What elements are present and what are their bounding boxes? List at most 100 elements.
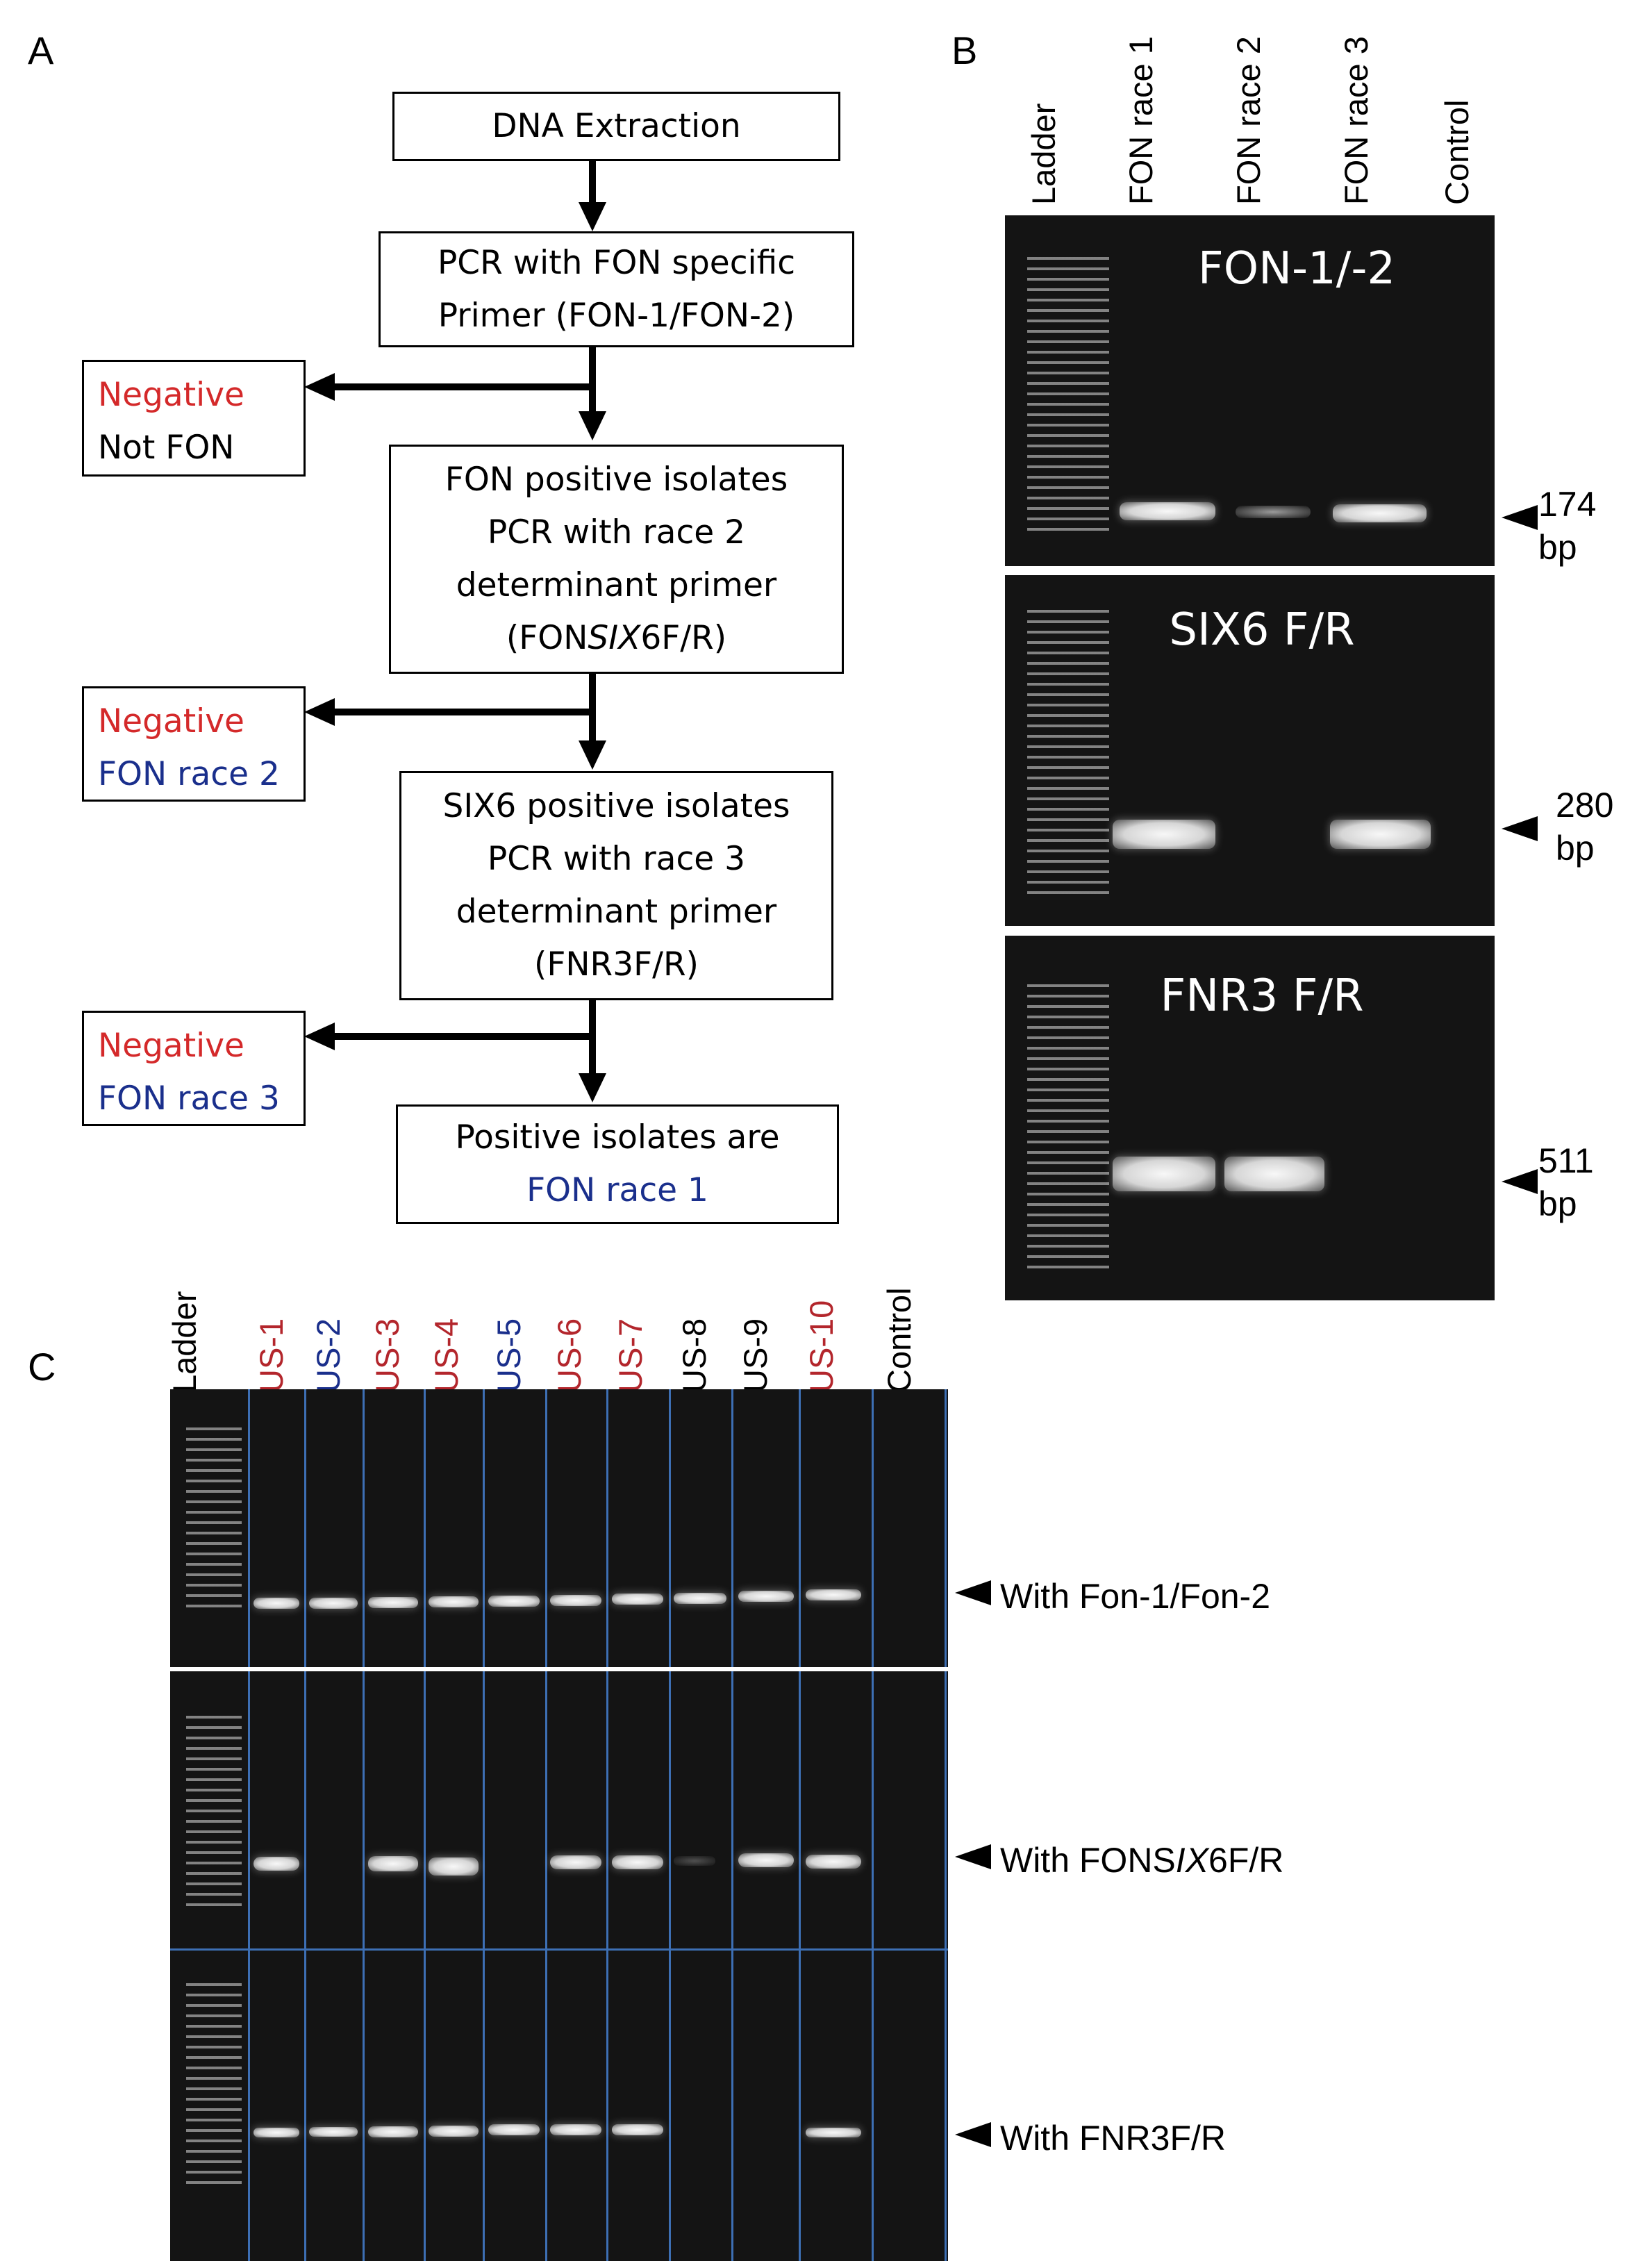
lane-label-control: Control	[1438, 99, 1475, 205]
negative-fon-race2-box: Negative FON race 2	[82, 686, 306, 802]
band	[309, 1598, 358, 1609]
lane-label-us-8: US-8	[676, 1318, 713, 1393]
band	[738, 1853, 794, 1867]
arrow-down-icon	[579, 1073, 606, 1102]
panel-label-a: A	[28, 28, 54, 72]
panel-label-c: C	[28, 1345, 56, 1389]
marker-arrow-icon	[955, 2122, 991, 2147]
six6-positive-line3: determinant primer	[456, 893, 777, 931]
gel-six6: SIX6 F/R	[1005, 575, 1495, 926]
band	[612, 2124, 663, 2135]
band	[806, 1589, 861, 1600]
connector-1	[589, 161, 596, 206]
marker-arrow-icon	[1502, 816, 1538, 841]
lane-label-control: Control	[881, 1287, 917, 1393]
ladder-lane	[186, 1983, 242, 2192]
connector-2-branch	[333, 383, 596, 390]
arrow-left-icon	[304, 698, 335, 726]
lane-label-us-4: US-4	[428, 1318, 465, 1393]
gel-fnr3: FNR3 F/R	[1005, 936, 1495, 1300]
fon-positive-line2: PCR with race 2	[487, 513, 746, 552]
band	[1120, 502, 1215, 520]
band	[550, 1595, 601, 1606]
band	[488, 1596, 540, 1607]
band	[674, 1593, 726, 1604]
arrow-down-icon	[579, 740, 606, 770]
band	[429, 2126, 479, 2137]
gel-fon-1-2: FON-1/-2	[1005, 215, 1495, 566]
band	[488, 2124, 540, 2135]
lane-label-fon-race-2: FON race 2	[1230, 36, 1267, 205]
lane-label-fon-race-3: FON race 3	[1338, 36, 1374, 205]
band	[368, 2126, 418, 2137]
fon-positive-line4: (FONSIX6F/R)	[506, 619, 727, 657]
band	[550, 1855, 601, 1869]
lane-label-us-6: US-6	[551, 1318, 588, 1393]
lane-separator	[945, 1389, 947, 2261]
lane-label-ladder: Ladder	[1025, 103, 1062, 205]
band	[806, 2128, 861, 2137]
negative-result: FON race 3	[98, 1079, 280, 1118]
arrow-left-icon	[304, 1023, 335, 1050]
band	[253, 2128, 299, 2137]
lane-label-us-5: US-5	[490, 1318, 527, 1393]
lane-separator	[248, 1389, 250, 2261]
band	[368, 1856, 418, 1871]
lane-separator	[799, 1389, 801, 2261]
row-label-fon: With Fon-1/Fon-2	[1000, 1577, 1271, 1616]
band	[550, 2124, 601, 2135]
negative-result: FON race 2	[98, 755, 280, 793]
band	[1236, 506, 1311, 518]
six6-positive-line2: PCR with race 3	[487, 840, 746, 878]
gel-isolates	[170, 1389, 948, 2261]
negative-label: Negative	[98, 702, 244, 740]
row-label-six6: With FONSIX6F/R	[1000, 1841, 1284, 1880]
marker-arrow-icon	[955, 1580, 991, 1605]
band	[429, 1857, 479, 1876]
marker-arrow-icon	[955, 1844, 991, 1869]
panel-label-b: B	[951, 28, 978, 72]
band	[738, 1591, 794, 1602]
six6-positive-line4: (FNR3F/R)	[534, 945, 699, 984]
marker-arrow-icon	[1502, 505, 1538, 530]
size-value: 511	[1538, 1141, 1594, 1180]
band	[1113, 820, 1215, 849]
fon-positive-line3: determinant primer	[456, 566, 777, 604]
size-unit: bp	[1538, 1184, 1577, 1223]
connector-3-branch	[333, 709, 596, 715]
gel-title: FON-1/-2	[1197, 243, 1396, 295]
band	[253, 1598, 299, 1609]
lane-label-us-3: US-3	[369, 1318, 406, 1393]
lane-separator	[483, 1389, 485, 2261]
ladder-lane	[186, 1427, 242, 1608]
pcr-fon-line1: PCR with FON specific	[437, 243, 796, 282]
band	[1224, 1157, 1324, 1191]
band	[612, 1594, 663, 1605]
band	[674, 1856, 715, 1866]
size-value: 280	[1556, 786, 1614, 825]
size-marker-174: 174 bp	[1538, 483, 1596, 569]
lane-separator	[731, 1389, 733, 2261]
band	[612, 1855, 663, 1869]
lane-separator	[304, 1389, 306, 2261]
lane-separator	[424, 1389, 426, 2261]
ladder-lane	[1027, 984, 1109, 1276]
final-result-line2: FON race 1	[526, 1171, 708, 1209]
row-label-fnr3: With FNR3F/R	[1000, 2119, 1226, 2158]
lane-label-us-2: US-2	[310, 1318, 347, 1393]
ladder-lane	[1027, 610, 1109, 902]
fon-positive-line1: FON positive isolates	[444, 461, 788, 499]
gel-title: SIX6 F/R	[1169, 604, 1355, 656]
gel-title: FNR3 F/R	[1160, 970, 1364, 1022]
arrow-down-icon	[579, 411, 606, 440]
arrow-down-icon	[579, 202, 606, 231]
band	[806, 1855, 861, 1869]
lane-label-us-9: US-9	[737, 1318, 774, 1393]
size-unit: bp	[1556, 829, 1595, 868]
lane-label-fon-race-1: FON race 1	[1122, 36, 1159, 205]
negative-not-fon-box: Negative Not FON	[82, 360, 306, 477]
negative-label: Negative	[98, 1027, 244, 1065]
negative-fon-race3-box: Negative FON race 3	[82, 1011, 306, 1126]
connector-4-branch	[333, 1033, 596, 1040]
row-separator	[170, 1948, 948, 1951]
